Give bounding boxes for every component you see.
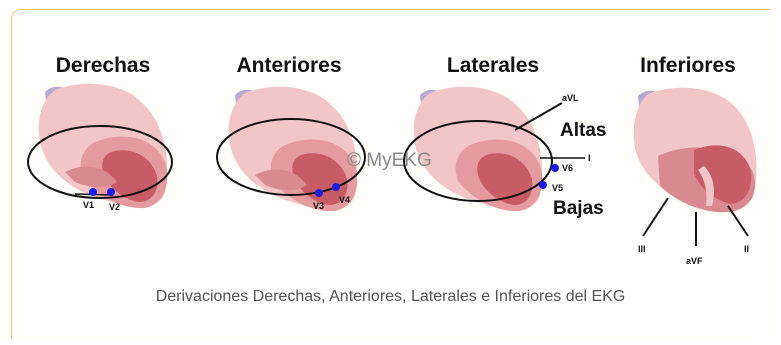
title-inferiores: Inferiores [603,54,773,78]
lead-avl-label: aVL [562,93,579,103]
lead-iii-label: III [638,244,646,254]
label-bajas: Bajas [553,198,604,220]
title-laterales: Laterales [408,54,578,78]
lead-i-label: I [588,153,591,163]
lead-v2-label: V2 [109,202,120,212]
heart-inferiores-diagram: III aVF II [628,86,768,266]
lead-avf-label: aVF [686,256,703,266]
lead-v5-label: V5 [552,183,563,193]
lead-v4-label: V4 [339,195,350,205]
lead-ii-label: II [744,244,749,254]
watermark: © MyEKG [347,150,432,172]
figure-caption: Derivaciones Derechas, Anteriores, Later… [0,288,781,306]
heart-derechas-diagram: V1 V2 [25,82,195,222]
lead-v1-label: V1 [83,200,94,210]
title-anteriores: Anteriores [204,54,374,78]
label-altas: Altas [560,120,606,142]
lead-v3-label: V3 [313,201,324,211]
lead-v6-label: V6 [562,163,573,173]
title-derechas: Derechas [18,54,188,78]
